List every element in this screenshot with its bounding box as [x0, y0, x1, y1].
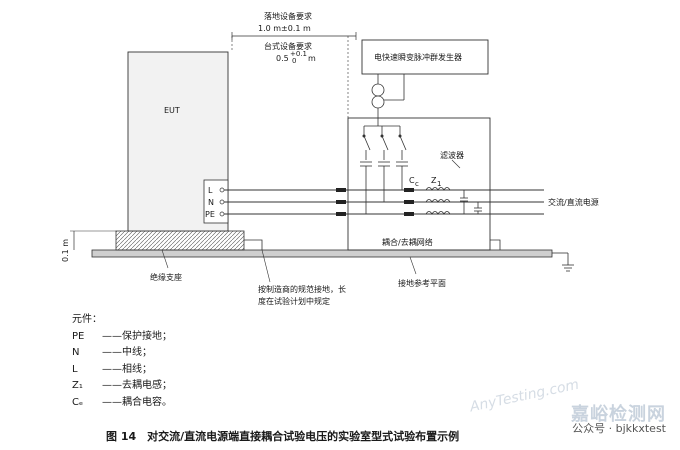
decoupling-inductor-subscript: 1: [437, 180, 441, 188]
ferrite-clamp: [336, 188, 414, 216]
network-label: 耦合/去耦网络: [382, 237, 433, 247]
legend-item: Z₁——去耦电感；: [72, 380, 172, 391]
coupling-capacitor-label: C: [409, 176, 415, 185]
ground-note-line1: 按制造商的规范接地，长: [258, 284, 346, 294]
transformer-coil-icon: [371, 95, 385, 109]
burst-generator-label: 电快速瞬变脉冲群发生器: [374, 52, 462, 62]
table-unit-label: m: [308, 54, 316, 63]
ground-reference-plane: [91, 249, 553, 258]
eut-label: EUT: [164, 106, 180, 115]
table-requirement-label: 台式设备要求: [264, 41, 312, 51]
watermark-account: 公众号 · bjkkxtest: [572, 422, 666, 435]
legend-title: 元件：: [72, 314, 102, 325]
coupling-decoupling-network: [347, 117, 491, 251]
ground-plane-label: 接地参考平面: [398, 278, 446, 288]
filter-label: 滤波器: [440, 150, 464, 160]
floor-distance-label: 1.0 m±0.1 m: [258, 24, 311, 33]
legend-item: N——中线；: [72, 347, 152, 358]
component-legend: 元件： PE——保护接地； N——中线； L——相线； Z₁——去耦电感； Cₑ…: [72, 312, 172, 411]
coupling-capacitor-subscript: c: [415, 180, 419, 188]
legend-item: Cₑ——耦合电容。: [72, 396, 172, 408]
table-distance-label: 0.5: [276, 54, 289, 63]
figure-caption: 图 14 对交流/直流电源端直接耦合试验电压的实验室型式试验布置示例: [106, 429, 459, 443]
earth-ground-icon: [562, 264, 574, 272]
burst-generator-box: [361, 39, 489, 75]
legend-item: PE——保护接地；: [72, 330, 172, 342]
terminal-n-label: N: [208, 198, 214, 207]
terminal-pe-label: PE: [205, 210, 215, 219]
terminal-l-label: L: [208, 186, 213, 195]
power-source-label: 交流/直流电源: [548, 197, 599, 207]
decoupling-inductor-coil: [425, 187, 451, 215]
legend-item: L——相线；: [72, 363, 152, 375]
insulating-support: [115, 230, 245, 251]
table-tolerance-lower: 0: [292, 57, 296, 65]
support-label: 绝缘支座: [150, 272, 182, 282]
decoupling-inductor-label: Z: [431, 176, 437, 185]
floor-requirement-label: 落地设备要求: [264, 11, 312, 21]
ground-note-line2: 度在试验计划中规定: [258, 296, 330, 306]
transformer-coil-icon: [371, 83, 385, 97]
table-tolerance-upper: +0.1: [290, 50, 307, 58]
height-label: 0.1 m: [61, 239, 70, 262]
watermark-brand: 嘉峪检测网: [571, 404, 666, 425]
